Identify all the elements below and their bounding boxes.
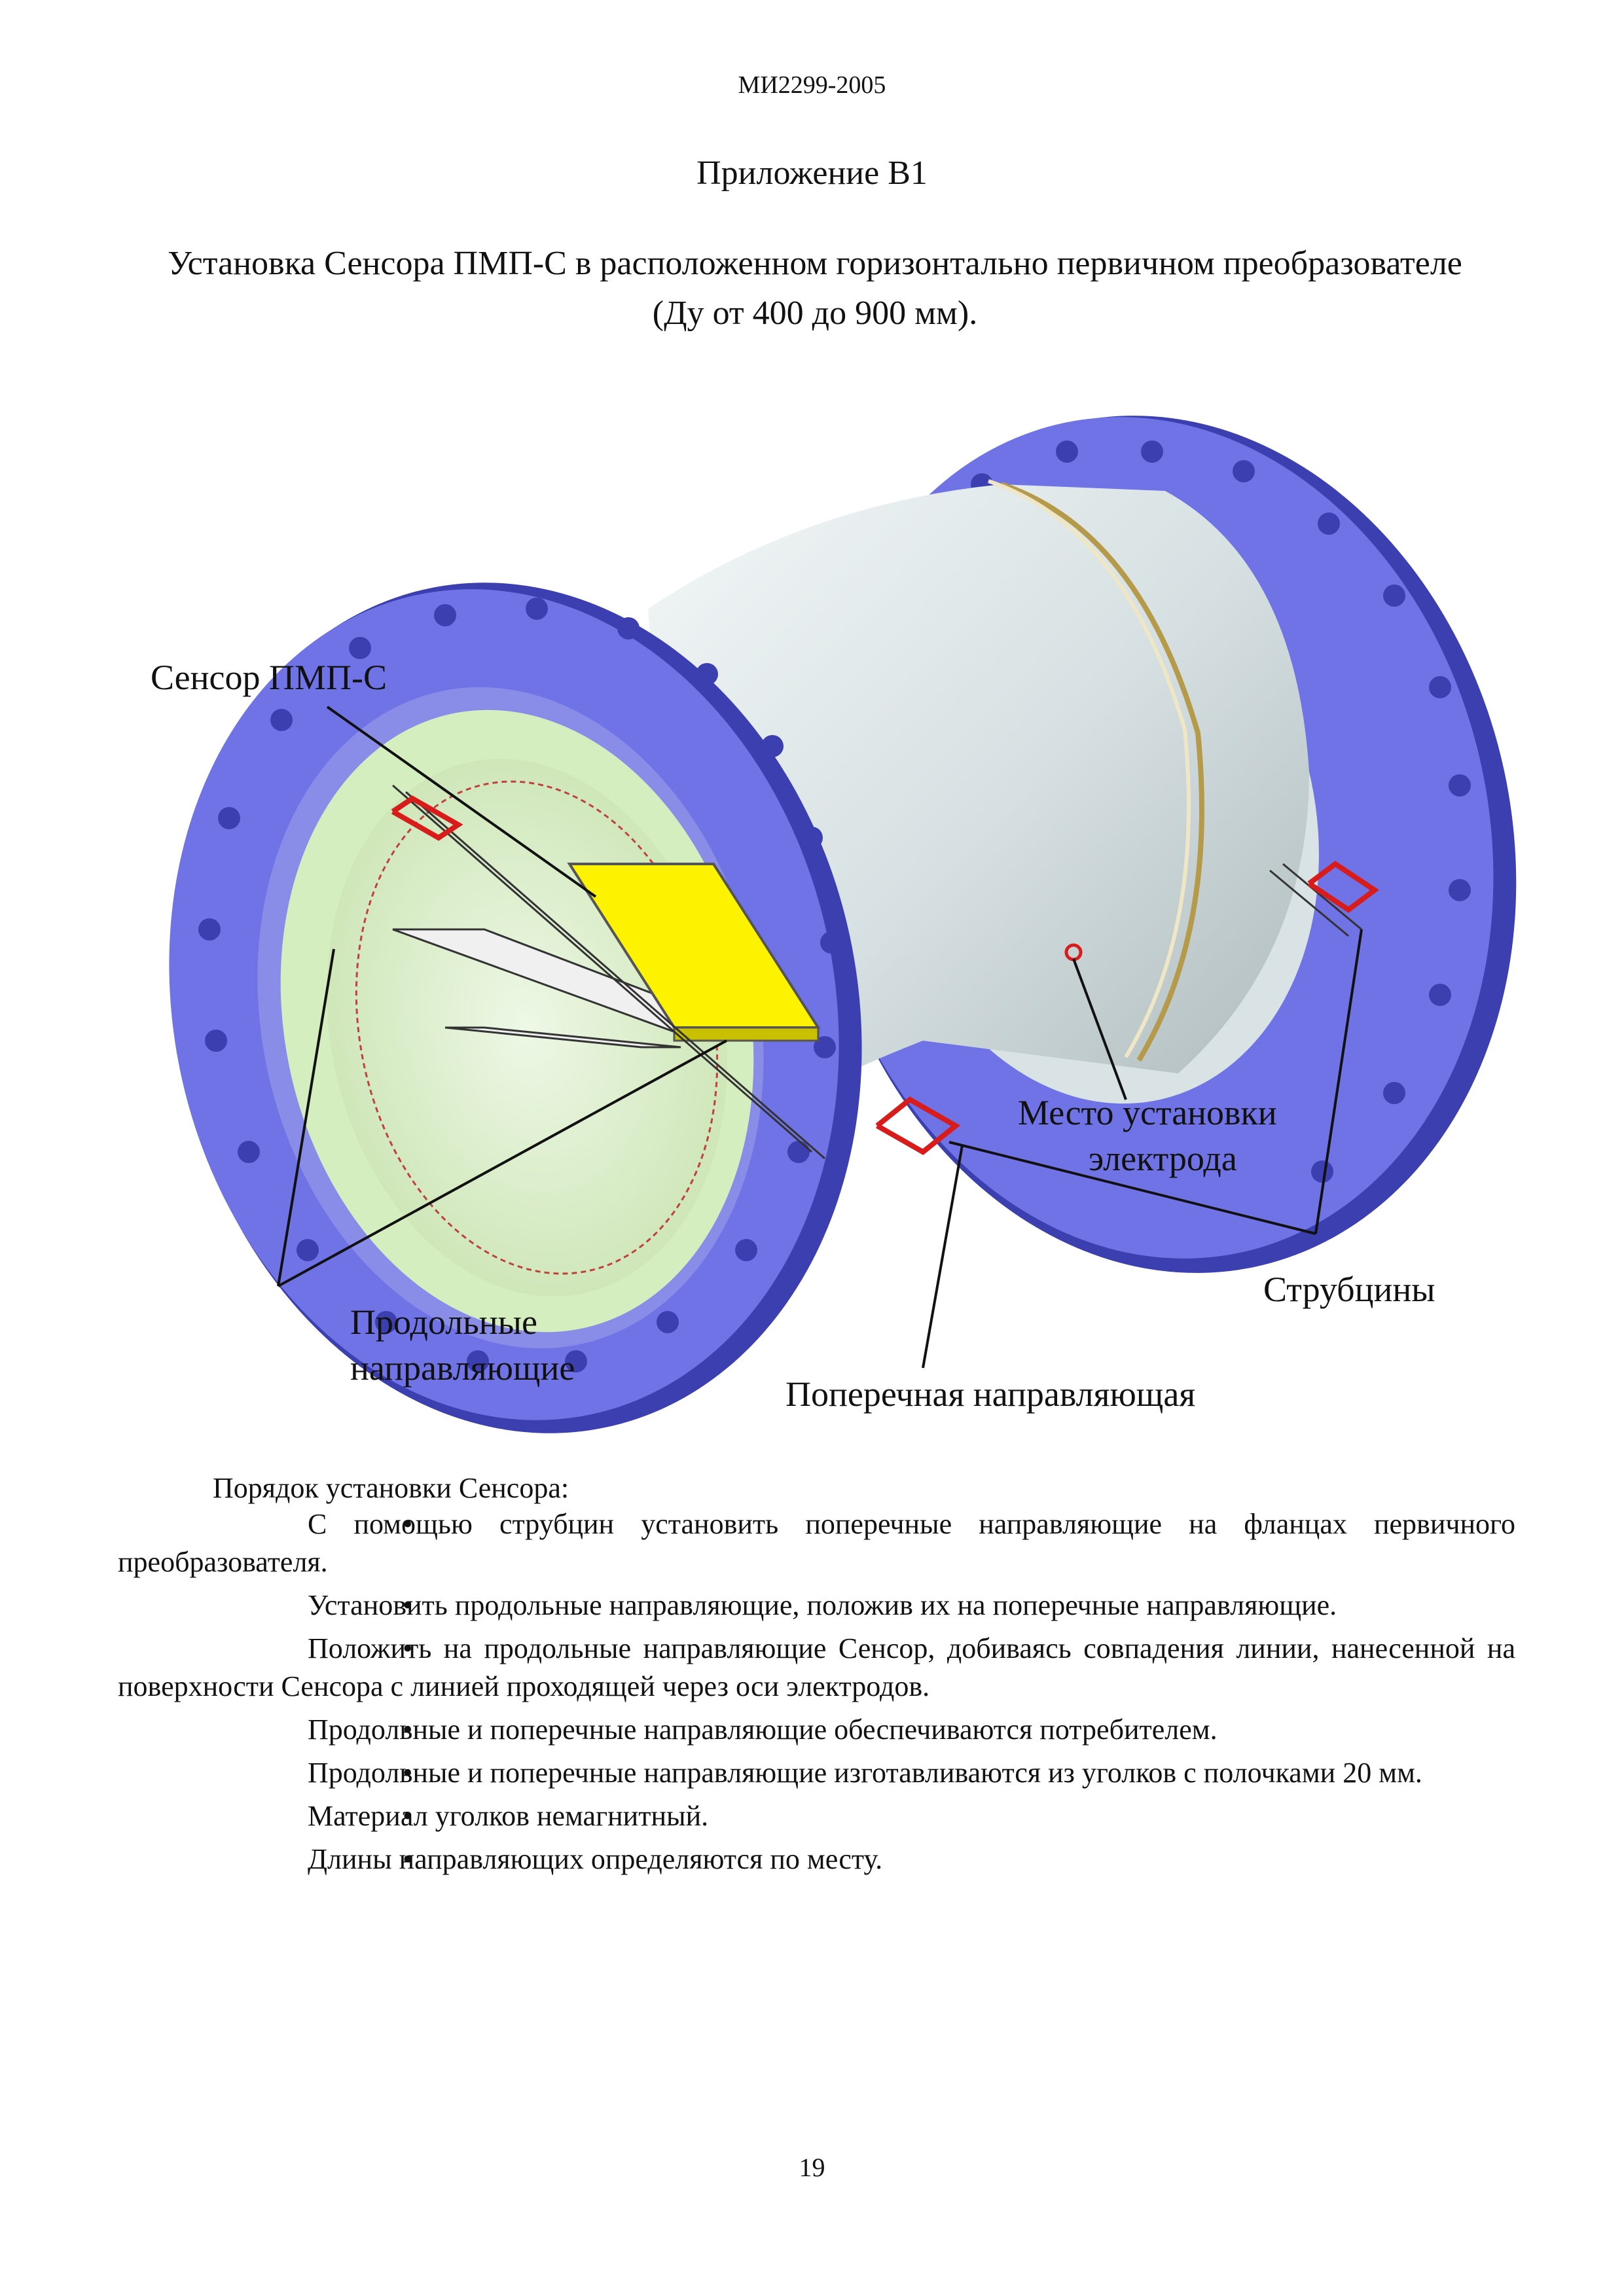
procedure-item: • Продольные и поперечные направляющие и…	[118, 1754, 1515, 1792]
appendix-heading: Приложение В1	[696, 154, 928, 192]
callout-sensor: Сенсор ПМП-С	[151, 658, 388, 697]
bullet-icon: •	[403, 1713, 413, 1746]
procedure-item: •Материал уголков немагнитный.	[118, 1797, 1515, 1835]
leader-lines	[277, 706, 1363, 1369]
procedure-list: •С помощью струбцин установить поперечны…	[118, 1505, 1515, 1884]
procedure-item-text: Положить на продольные направляющие Сенс…	[118, 1632, 1515, 1702]
procedure-item: •Установить продольные направляющие, пол…	[118, 1587, 1515, 1624]
procedure-item-text: Установить продольные направляющие, поло…	[308, 1589, 1337, 1621]
bullet-icon: •	[403, 1589, 413, 1621]
page-number: 19	[799, 2153, 825, 2182]
cross-guide	[392, 784, 1362, 1160]
procedure-item: •Положить на продольные направляющие Сен…	[118, 1630, 1515, 1706]
flowmeter-diagram	[169, 416, 1517, 1433]
sensor-plate	[567, 863, 821, 1042]
procedure-item: •Длины направляющих определяются по мест…	[118, 1840, 1515, 1878]
procedure-item-text: Продольные и поперечные направляющие обе…	[308, 1713, 1218, 1746]
bullet-icon: •	[403, 1632, 413, 1664]
procedure-item: •С помощью струбцин установить поперечны…	[118, 1505, 1515, 1581]
procedure-item-text: С помощью струбцин установить поперечные…	[118, 1508, 1515, 1578]
callout-electrode-line2: электрода	[1089, 1139, 1237, 1178]
procedure-item: •Продольные и поперечные направляющие об…	[118, 1711, 1515, 1749]
document-code-header: МИ2299-2005	[738, 71, 886, 99]
clamps	[391, 795, 1379, 1155]
callout-long-guides-line1: Продольные	[350, 1302, 537, 1342]
procedure-item-text: Материал уголков немагнитный.	[308, 1800, 709, 1832]
callout-clamps: Струбцины	[1263, 1270, 1435, 1309]
callout-long-guides-line2: направляющие	[350, 1348, 575, 1388]
bullet-icon: •	[403, 1757, 413, 1789]
bullet-icon: •	[403, 1800, 413, 1832]
procedure-intro: Порядок установки Сенсора:	[213, 1472, 569, 1504]
bullet-icon: •	[403, 1843, 413, 1875]
procedure-item-text: Продольные и поперечные направляющие изг…	[308, 1757, 1422, 1789]
callout-electrode-line1: Место установки	[1018, 1093, 1277, 1132]
bullet-icon: •	[403, 1508, 413, 1540]
procedure-item-text: Длины направляющих определяются по месту…	[308, 1843, 883, 1875]
callout-cross-guide: Поперечная направляющая	[785, 1374, 1196, 1414]
page-title: Установка Сенсора ПМП-С в расположенном …	[168, 245, 1462, 332]
